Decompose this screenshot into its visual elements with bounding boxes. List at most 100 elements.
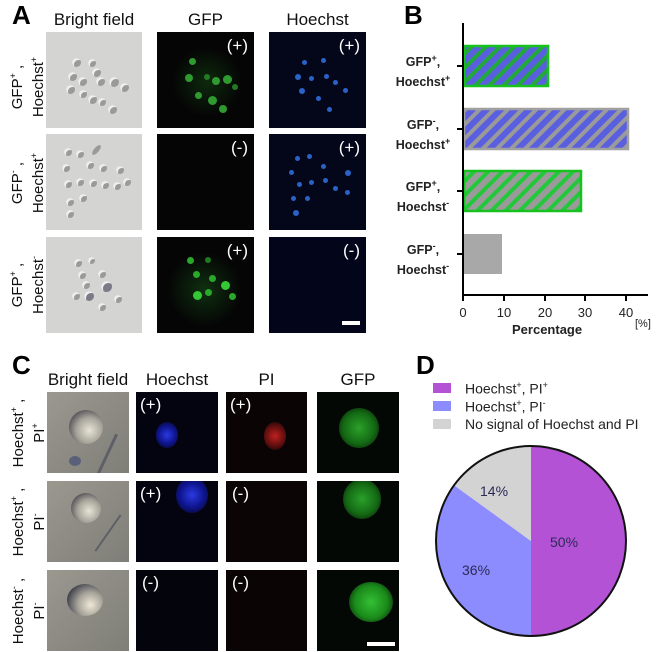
bar-gfp-pos-hoechst-pos (462, 44, 550, 88)
panel-d-letter: D (416, 350, 435, 380)
cell (185, 74, 193, 82)
cell (120, 83, 129, 92)
cell (66, 210, 74, 218)
gfp-positive-sign: (+) (226, 241, 248, 260)
cell (98, 270, 106, 278)
panel-c-col-hoechst: Hoechst (145, 370, 209, 389)
cell (68, 72, 77, 81)
panel-c-row1-hoechst-image: (+) (136, 392, 218, 473)
panel-a-row1-brightfield-image (46, 32, 142, 128)
pie-slice-hoechst-pos-pi-pos (531, 446, 626, 636)
hoechst-positive-sign: (+) (140, 395, 162, 414)
cell (321, 58, 326, 63)
cell (305, 196, 310, 201)
gfp-positive-sign: (+) (226, 36, 248, 55)
panel-a-row1-gfp-image: (+) (157, 32, 254, 128)
cell (229, 293, 236, 300)
cell (316, 96, 321, 101)
cell (116, 166, 124, 174)
cell (108, 105, 117, 114)
panel-c-row1-pi-image: (+) (226, 392, 307, 473)
cell (219, 105, 227, 113)
cell (82, 281, 90, 289)
panel-c-col-brightfield: Bright field (47, 370, 129, 389)
cell (109, 77, 119, 87)
cell (78, 271, 86, 279)
legend-label: No signal of Hoechst and PI (465, 416, 639, 432)
cell (101, 181, 109, 189)
bar-gfp-neg-hoechst-neg (464, 234, 502, 274)
cell (88, 95, 97, 104)
cell (101, 281, 112, 292)
panel-c-row3-label: Hoechst- , PI- (9, 577, 48, 645)
panel-c-row2-label: Hoechst+ , PI- (9, 487, 48, 557)
bar-label-1: GFP+, Hoechst+ (395, 53, 451, 90)
cell (114, 295, 122, 303)
cell (89, 179, 97, 187)
panel-a-row2-label: GFP- , Hoechst+ (8, 152, 47, 214)
gfp-glow (167, 252, 242, 327)
x-tick-10: 10 (496, 305, 512, 320)
panel-a-row1-hoechst-image: (+) (269, 32, 366, 128)
bar-label-4: GFP-, Hoechst- (396, 241, 450, 278)
cell (72, 58, 81, 67)
cell (309, 180, 314, 185)
pie-slice-no-signal (454, 446, 531, 541)
cell (84, 291, 94, 301)
cell (88, 59, 96, 67)
legend-item-hoechst-pos-pi-neg: Hoechst+, PI- (433, 398, 546, 415)
panel-c-row1-gfp-image (317, 392, 399, 473)
panel-c-row3-gfp-image (317, 570, 399, 651)
cell (299, 88, 305, 94)
cell (232, 84, 238, 90)
cell (297, 182, 302, 187)
legend-item-hoechst-pos-pi-pos: Hoechst+, PI+ (433, 380, 548, 397)
cell (69, 410, 103, 444)
x-tick-40: 40 (618, 305, 634, 320)
scale-bar (342, 321, 360, 325)
hoechst-positive-sign: (+) (338, 138, 360, 157)
cell (221, 281, 230, 290)
fiber (94, 514, 122, 552)
cell (189, 58, 196, 65)
cell (176, 481, 208, 513)
panel-c-row2-hoechst-image: (+) (136, 481, 218, 562)
cell (302, 60, 307, 65)
scale-bar (367, 642, 395, 646)
cell (349, 582, 393, 622)
cell (74, 259, 82, 267)
cell (345, 190, 350, 195)
panel-a-row3-gfp-image: (+) (157, 237, 254, 333)
cell (295, 156, 300, 161)
cell (333, 80, 338, 85)
cell (72, 292, 80, 300)
cell (343, 481, 381, 519)
pi-negative-sign: (-) (232, 573, 249, 592)
cell (71, 493, 101, 523)
cell (208, 96, 217, 105)
cell (98, 98, 106, 106)
cell (79, 194, 87, 202)
panel-c-col-gfp: GFP (340, 370, 376, 389)
pie-label-50: 50% (550, 534, 578, 550)
panel-a-row3-brightfield-image (46, 237, 142, 333)
pie-label-36: 36% (462, 562, 490, 578)
panel-a-row1-label: GFP+ , Hoechst+ (8, 56, 47, 118)
panel-c-row2-brightfield-image (47, 481, 129, 562)
panel-c-row1-label: Hoechst+ , PI+ (9, 398, 48, 468)
cell (205, 257, 211, 263)
legend-label: Hoechst+, PI+ (465, 380, 548, 397)
cell (66, 85, 75, 94)
cell (64, 180, 72, 188)
cell (76, 150, 84, 158)
panel-a-col-hoechst: Hoechst (286, 10, 349, 29)
panel-a-row3-hoechst-image: (-) (269, 237, 366, 333)
bar-gfp-pos-hoechst-neg (462, 169, 583, 213)
cell (333, 186, 338, 191)
hoechst-positive-sign: (+) (338, 36, 360, 55)
cell (98, 303, 106, 311)
cell (193, 271, 200, 278)
legend-label: Hoechst+, PI- (465, 398, 546, 415)
cell (293, 210, 299, 216)
panel-c-row3-hoechst-image: (-) (136, 570, 218, 651)
